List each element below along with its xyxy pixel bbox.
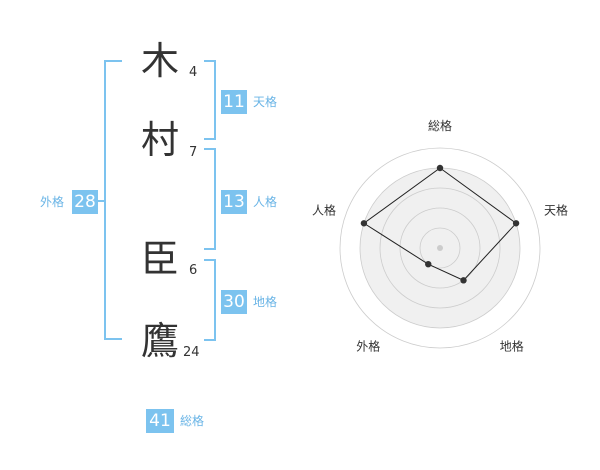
chikaku-value-badge: 30	[221, 290, 247, 314]
radar-axis-label-0: 総格	[428, 118, 452, 133]
radar-point-2	[460, 277, 467, 284]
gaikaku-label: 外格	[40, 195, 65, 209]
radar-ring-3	[379, 187, 501, 309]
stroke-count-2: 7	[189, 145, 198, 160]
stroke-count-1: 4	[189, 65, 198, 80]
soukaku-value-badge: 41	[146, 409, 174, 433]
gaikaku-value-badge: 28	[72, 190, 98, 214]
jinkaku-value-badge: 13	[221, 190, 247, 214]
radar-point-4	[360, 220, 368, 227]
radar-point-3	[425, 260, 432, 268]
chikaku-label: 地格	[253, 295, 278, 309]
name-char-1: 木	[141, 39, 180, 83]
radar-axis-label-2: 地格	[500, 339, 524, 354]
radar-axis-label-1: 天格	[544, 202, 568, 217]
tenkaku-bracket-vertical	[214, 60, 216, 140]
radar-axis-label-3: 外格	[356, 339, 380, 354]
chikaku-bracket-top	[204, 259, 216, 261]
stroke-count-4: 24	[183, 345, 200, 360]
tenkaku-bracket-bottom	[204, 138, 216, 140]
stroke-count-3: 6	[189, 263, 198, 278]
radar-point-1	[512, 220, 520, 227]
gaikaku-bracket-tick	[96, 200, 105, 202]
gaikaku-bracket-bottom	[104, 338, 122, 340]
tenkaku-value-badge: 11	[221, 90, 247, 114]
tenkaku-bracket-top	[204, 60, 216, 62]
radar-point-0	[436, 164, 444, 172]
jinkaku-bracket-vertical	[214, 148, 216, 250]
chikaku-bracket-bottom	[204, 339, 216, 341]
tenkaku-label: 天格	[253, 95, 278, 109]
chikaku-bracket-vertical	[214, 259, 216, 341]
radar-ring-2	[399, 207, 481, 289]
name-char-2: 村	[141, 118, 180, 162]
jinkaku-label: 人格	[253, 195, 278, 209]
name-char-3: 臣	[141, 237, 180, 281]
radar-value-polygon	[363, 167, 517, 281]
name-char-4: 鷹	[141, 319, 180, 363]
jinkaku-bracket-top	[204, 148, 216, 150]
radar-ring-1	[419, 227, 461, 269]
jinkaku-bracket-bottom	[204, 248, 216, 250]
soukaku-label: 総格	[180, 414, 205, 428]
radar-axis-label-4: 人格	[312, 202, 336, 217]
radar-ring-5	[339, 147, 541, 349]
gaikaku-bracket-top	[104, 60, 122, 62]
gaikaku-bracket-vertical	[104, 60, 106, 340]
radar-center-dot	[437, 245, 443, 251]
